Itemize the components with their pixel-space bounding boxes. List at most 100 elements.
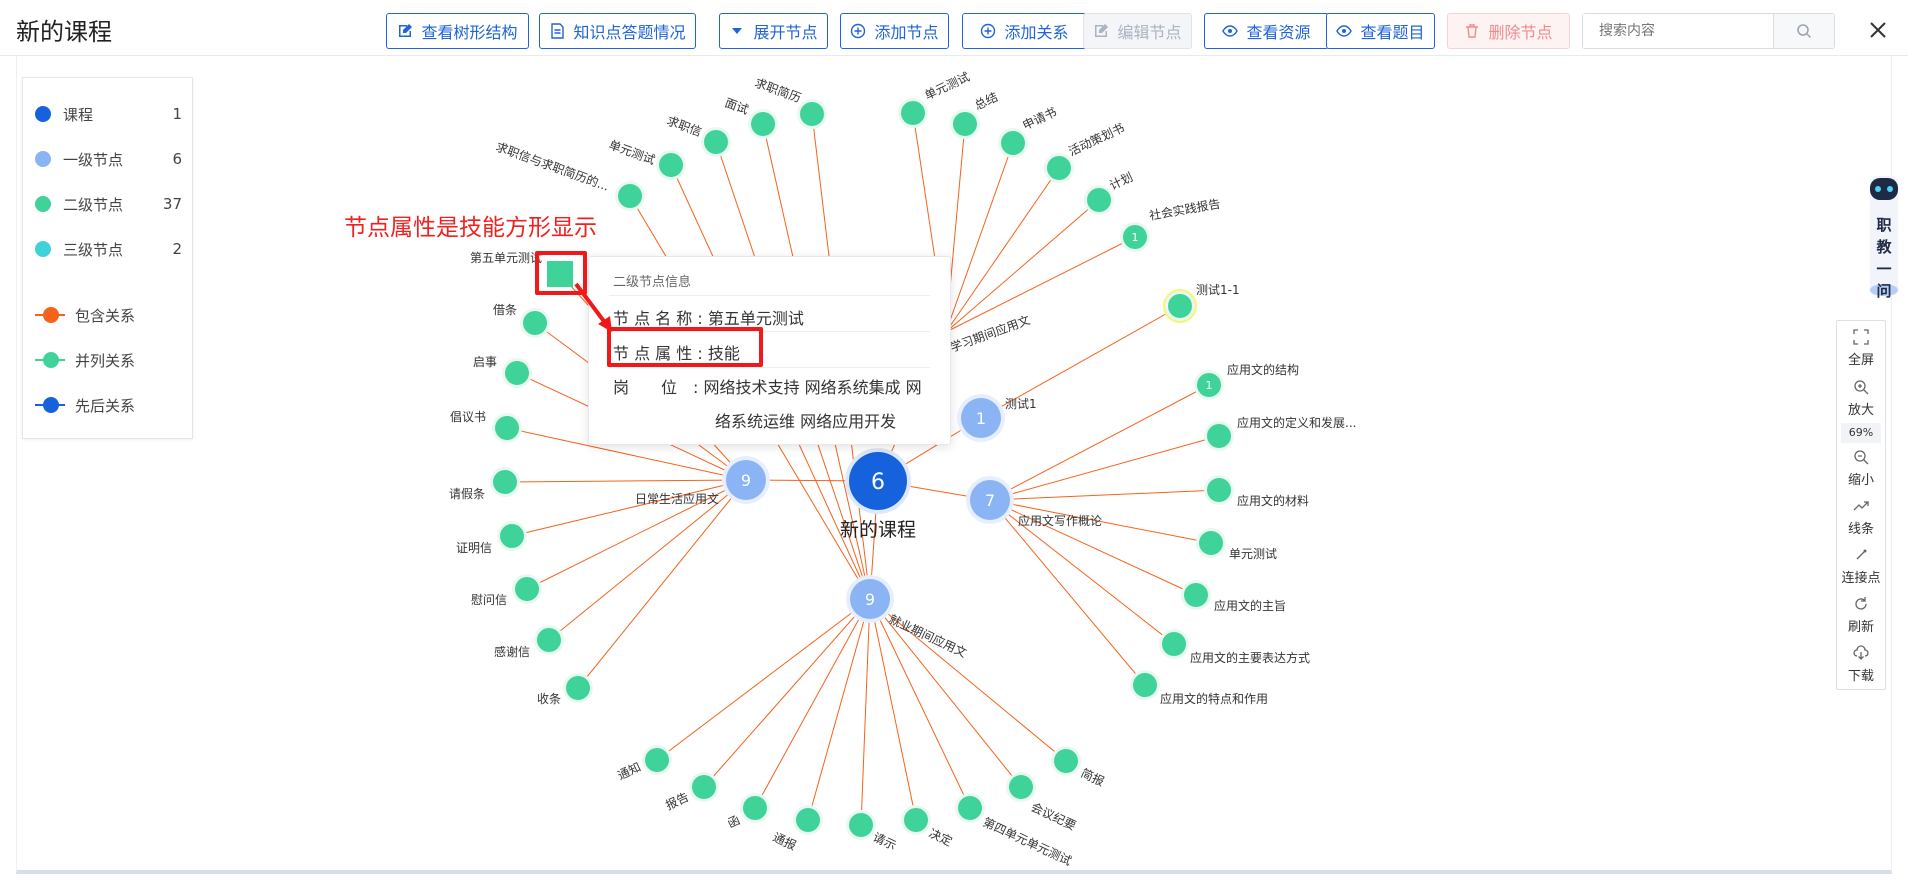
level2-node-25[interactable] [1162,632,1186,656]
annotation-text: 节点属性是技能方形显示 [344,215,597,241]
node-info-tooltip: 二级节点信息 节 点 名 称 : 第五单元测试 节 点 属 性 : 技能 岗 位… [588,256,951,445]
level2-node-6[interactable] [515,577,539,601]
divider [609,331,930,332]
level2-node-12[interactable] [751,112,775,136]
fullscreen-tool[interactable]: 全屏 [1837,325,1885,371]
legend-label: 包含关系 [75,306,136,325]
assistant-widget[interactable] [1866,172,1902,302]
level1-node-job[interactable] [850,579,890,619]
level2-node-33[interactable] [958,796,982,820]
kp-answers-button[interactable]: 知识点答题情况 [539,13,696,49]
level2-node-7[interactable] [537,628,561,652]
level2-node-15[interactable] [953,112,977,136]
level2-node-31[interactable] [849,813,873,837]
level2-node-14-label: 单元测试 [922,69,972,103]
search-button[interactable] [1773,14,1834,48]
view-resources-button[interactable]: 查看资源 [1204,13,1329,49]
kp-answers-label: 知识点答题情况 [573,23,686,42]
level1-node-job-count: 9 [865,590,875,609]
level2-node-26[interactable] [1133,673,1157,697]
level2-node-35[interactable] [1054,749,1078,773]
assistant-label[interactable]: 职教一问 [1876,216,1892,300]
download-tool[interactable]: 下载 [1837,641,1885,687]
legend-count: 6 [172,150,182,168]
level2-node-1[interactable] [523,311,547,335]
level2-node-32[interactable] [904,808,928,832]
level1-node-test1-label: 测试1 [1005,396,1037,411]
zoom-out-tool[interactable]: 缩小 [1837,445,1885,491]
level2-node-3[interactable] [495,416,519,440]
contains-edge [656,598,871,761]
level2-node-0[interactable] [547,261,573,287]
graph-canvas[interactable] [16,56,1892,874]
level2-node-13-label: 求职简历 [753,76,803,106]
level2-node-5[interactable] [500,524,524,548]
level2-node-20[interactable] [1197,373,1221,397]
level2-node-3-label: 倡议书 [450,410,486,424]
level2-node-4[interactable] [493,470,517,494]
connect-tool[interactable]: 连接点 [1837,543,1885,589]
level1-node-test1-count: 1 [976,409,986,428]
level2-node-17[interactable] [1047,156,1071,180]
legend-parallel[interactable]: 并列关系 [23,348,194,372]
level2-node-18[interactable] [1087,188,1111,212]
legend-sequence[interactable]: 先后关系 [23,393,194,417]
add-relation-button[interactable]: 添加关系 [962,13,1087,49]
level1-node-writing[interactable] [970,480,1010,520]
level2-node-13[interactable] [800,102,824,126]
level2-node-2[interactable] [505,361,529,385]
expand-nodes-button[interactable]: 展开节点 [719,13,828,49]
search-input[interactable] [1583,14,1773,48]
annotation-arrow-icon [574,282,612,332]
delete-node-button[interactable]: 删除节点 [1447,13,1570,49]
level2-node-1-label: 借条 [493,303,517,317]
level1-node-test1[interactable] [961,398,1001,438]
tooltip-label: 节 点 名 称 : [613,309,703,328]
legend-course[interactable]: 课程 1 [23,102,194,126]
legend-level2[interactable]: 二级节点 37 [23,192,194,216]
level2-node-24[interactable] [1184,583,1208,607]
plus-circle-icon [981,23,996,39]
tree-view-button[interactable]: 查看树形结构 [386,13,529,49]
level2-node-16[interactable] [1001,131,1025,155]
cloud-download-icon [1853,644,1869,660]
level2-node-8[interactable] [566,676,590,700]
level2-node-10[interactable] [659,153,683,177]
add-node-button[interactable]: 添加节点 [840,13,949,49]
legend-level1[interactable]: 一级节点 6 [23,147,194,171]
refresh-tool[interactable]: 刷新 [1837,592,1885,638]
level2-node-21[interactable] [1207,424,1231,448]
header-bar: 新的课程 查看树形结构 知识点答题情况 展开节点 添加节点 添加关系 编辑节点 … [0,0,1908,56]
add-node-label: 添加节点 [874,23,939,42]
level1-dot-icon [35,151,51,167]
edit-node-button[interactable]: 编辑节点 [1083,13,1192,49]
level2-node-28[interactable] [692,775,716,799]
level2-node-9[interactable] [618,184,642,208]
course-node[interactable] [849,452,907,510]
level2-node-30[interactable] [796,808,820,832]
level1-node-daily[interactable] [726,460,766,500]
tooltip-value: 网络技术支持 网络系统集成 网 [703,378,922,397]
legend-level3[interactable]: 三级节点 2 [23,237,194,261]
view-questions-button[interactable]: 查看题目 [1326,13,1435,49]
level2-node-14[interactable] [901,101,925,125]
level2-node-23[interactable] [1199,531,1223,555]
tooltip-label: 节 点 属 性 : [613,344,703,363]
close-button[interactable] [1864,16,1892,44]
fullscreen-icon [1853,328,1869,345]
contains-edge [806,598,871,821]
contains-edge [945,167,1060,333]
legend-contains[interactable]: 包含关系 [23,303,194,327]
level2-node-36[interactable] [1168,294,1192,318]
zoom-in-tool[interactable]: 放大 [1837,375,1885,421]
level2-node-11[interactable] [704,130,728,154]
level2-node-34[interactable] [1009,775,1033,799]
level2-node-22[interactable] [1207,478,1231,502]
level2-node-27[interactable] [645,748,669,772]
graph-tools: 全屏 放大 69% 缩小 线条 连接点 刷新 下载 [1836,320,1886,690]
lines-tool[interactable]: 线条 [1837,494,1885,540]
eye-icon [1222,25,1239,37]
level2-node-19[interactable] [1123,225,1147,249]
level2-node-29[interactable] [743,796,767,820]
